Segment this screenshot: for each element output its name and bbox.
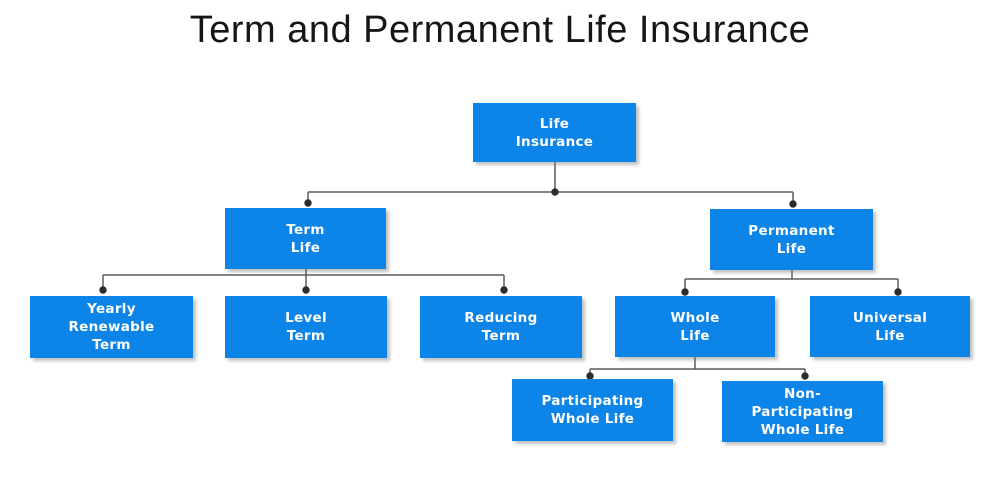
tree-edges — [102, 162, 899, 374]
node-reducing-term: Reducing Term — [420, 296, 582, 358]
node-permanent-life: Permanent Life — [710, 209, 873, 270]
junction-dot — [789, 200, 797, 208]
junction-dot — [302, 286, 310, 294]
junction-dot — [801, 372, 809, 380]
junction-dot — [304, 199, 312, 207]
junction-dot — [500, 286, 508, 294]
node-participating-whole-life: Participating Whole Life — [512, 379, 673, 441]
node-level-term: Level Term — [225, 296, 387, 358]
node-yearly-renewable-term: Yearly Renewable Term — [30, 296, 193, 358]
node-non-participating-whole-life: Non- Participating Whole Life — [722, 381, 883, 442]
junction-dot — [681, 288, 689, 296]
junction-dot — [894, 288, 902, 296]
node-life-insurance: Life Insurance — [473, 103, 636, 162]
junction-dot — [99, 286, 107, 294]
node-whole-life: Whole Life — [615, 296, 775, 357]
diagram-title: Term and Permanent Life Insurance — [189, 9, 811, 51]
node-universal-life: Universal Life — [810, 296, 970, 357]
node-term-life: Term Life — [225, 208, 386, 269]
junction-dot — [551, 188, 559, 196]
